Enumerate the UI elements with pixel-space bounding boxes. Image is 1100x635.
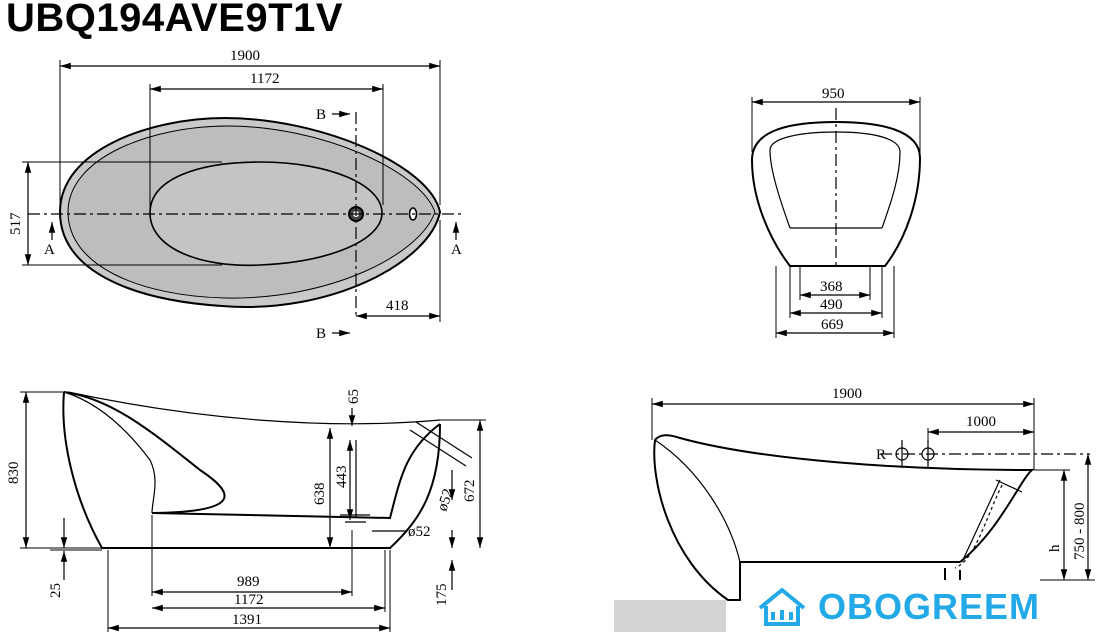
end-inner: [769, 131, 901, 229]
dim-label-418: 418: [386, 298, 409, 314]
top-view: 1900 1172 517 418 B B A A: [8, 48, 462, 342]
dim-label-490: 490: [820, 297, 843, 313]
section-b-top: B: [316, 107, 326, 123]
section-rim: [67, 391, 441, 425]
end-view: 950 368 490 669: [750, 86, 922, 338]
section-a-left: A: [44, 242, 55, 258]
side-section: 830 65 638 443 672 ø52 ø52 25 175 989: [6, 389, 486, 632]
dim-label-175: 175: [434, 584, 450, 607]
dim-label-65: 65: [346, 389, 362, 404]
dim-label-638: 638: [312, 483, 328, 506]
watermark-text: OBOGREEM: [818, 586, 1041, 627]
section-drain: [340, 514, 370, 523]
dim-label-989: 989: [237, 574, 260, 590]
house-icon: [758, 588, 806, 626]
section-inner-curve: [63, 391, 156, 514]
dim-label-hole-lower: ø52: [408, 524, 431, 540]
section-outer-shell: [62, 391, 441, 549]
dim-label-950: 950: [822, 86, 845, 102]
dim-label-368: 368: [820, 279, 843, 295]
section-b-bottom: B: [316, 326, 326, 342]
dim-label-1900: 1900: [230, 48, 260, 64]
side-outline: [653, 434, 1035, 601]
dim-label-h: h: [1047, 544, 1063, 552]
section-a-right: A: [451, 242, 462, 258]
dim-label-1172: 1172: [250, 71, 279, 87]
dim-label-25: 25: [48, 583, 64, 598]
dim-label-hole-upper: ø52: [435, 487, 457, 513]
dim-label-1391: 1391: [232, 612, 262, 628]
dim-label-1000: 1000: [966, 414, 996, 430]
dim-label-443: 443: [334, 466, 350, 489]
dim-label-669: 669: [821, 317, 844, 333]
faucet-label-r: R: [876, 447, 886, 463]
section-overflow: [409, 429, 467, 467]
model-title: UBQ194AVE9T1V: [6, 0, 344, 40]
dim-label-1172-side: 1172: [234, 592, 263, 608]
dim-label-830: 830: [6, 462, 22, 485]
side-floor-pipe: [944, 568, 961, 580]
dim-label-1900-side: 1900: [832, 386, 862, 402]
side-view: R 1900 1000 h 750 - 800: [651, 386, 1095, 601]
end-outline: [750, 120, 922, 267]
grey-placeholder-bar: [614, 600, 726, 632]
dim-label-range: 750 - 800: [1072, 503, 1088, 561]
dim-label-672: 672: [462, 480, 478, 503]
side-curve-inner: [654, 439, 741, 563]
watermark-logo: OBOGREEM: [756, 586, 1040, 628]
dim-label-517: 517: [8, 212, 24, 235]
